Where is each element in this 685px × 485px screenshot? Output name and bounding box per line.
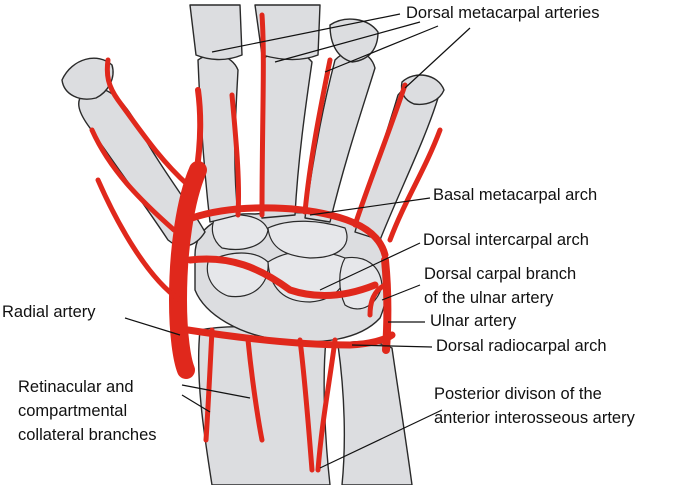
label-dorsal-carpal-branch-line2: of the ulnar artery <box>424 289 554 307</box>
leader-line <box>351 344 433 348</box>
leader-line <box>309 197 431 216</box>
leader-line <box>404 27 471 89</box>
retinacular-branch <box>203 327 215 443</box>
leader-line <box>274 21 421 63</box>
carpal-detail <box>206 252 269 298</box>
dorsal-carpal-branch-vessel <box>367 282 388 318</box>
radial-artery <box>169 161 207 379</box>
carpal-detail <box>211 214 269 251</box>
dorsal-intercarpal-arch-vessel <box>186 255 379 299</box>
thumb-artery-outer <box>89 127 177 233</box>
thumb-artery <box>104 57 191 188</box>
leader-line <box>319 409 443 469</box>
label-retinacular-line2: compartmental <box>18 402 128 420</box>
radial-side-branch <box>95 177 183 303</box>
dorsal-metacarpal-artery <box>387 127 443 243</box>
dorsal-metacarpal-artery <box>229 92 242 218</box>
leader-line <box>181 394 211 413</box>
label-dorsal-intercarpal-arch: Dorsal intercarpal arch <box>423 231 589 249</box>
leader-line <box>319 242 421 291</box>
retinacular-branch <box>245 337 265 443</box>
carpal-detail <box>267 220 348 259</box>
label-retinacular-line1: Retinacular and <box>18 378 134 396</box>
dorsal-metacarpal-artery <box>302 57 333 215</box>
index-metacarpal <box>197 54 239 223</box>
leader-line <box>181 384 251 399</box>
leader-line <box>124 317 181 336</box>
label-posterior-division-line1: Posterior divison of the <box>434 385 602 403</box>
radial-artery-upper <box>193 87 204 178</box>
ulnar-artery-vessel <box>381 256 392 354</box>
label-retinacular-line3: collateral branches <box>18 426 157 444</box>
label-radial-artery: Radial artery <box>2 303 96 321</box>
dorsal-metacarpal-artery <box>259 12 266 218</box>
ulna-bone <box>337 340 413 485</box>
label-ulnar-artery: Ulnar artery <box>430 312 517 330</box>
leader-line <box>324 25 439 73</box>
label-dorsal-carpal-branch-line1: Dorsal carpal branch <box>424 265 577 283</box>
leader-line <box>381 284 421 301</box>
posterior-interosseous-vessel <box>315 337 338 473</box>
label-basal-metacarpal-arch: Basal metacarpal arch <box>433 186 598 204</box>
middle-metacarpal <box>261 49 313 219</box>
index-phalanx <box>189 4 243 61</box>
label-dorsal-metacarpal-arteries: Dorsal metacarpal arteries <box>406 4 600 22</box>
posterior-interosseous-vessel <box>297 337 315 473</box>
dorsal-metacarpal-artery <box>352 82 408 228</box>
basal-metacarpal-arch-vessel <box>188 204 389 259</box>
label-posterior-division-line2: anterior interosseous artery <box>434 409 635 427</box>
label-dorsal-radiocarpal-arch: Dorsal radiocarpal arch <box>436 337 607 355</box>
leader-line <box>211 13 401 53</box>
